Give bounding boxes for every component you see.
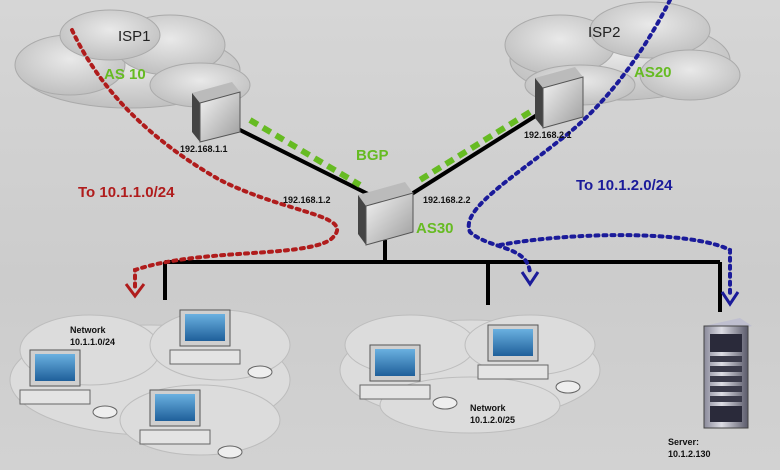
server-label-line1: Server: (668, 437, 700, 447)
core-as-label: AS30 (416, 220, 454, 237)
wan-links (229, 108, 547, 197)
isp2-as-label: AS20 (634, 64, 672, 81)
server-label: Server: 10.1.2.130 (668, 436, 711, 460)
workstation-icon (169, 309, 273, 379)
network2-label-line1: Network (470, 403, 506, 413)
network1-label: Network 10.1.1.0/24 (70, 324, 115, 348)
isp1-as-label: AS 10 (104, 66, 146, 83)
bgp-sessions (248, 109, 532, 188)
core-router-icon (358, 182, 414, 246)
red-arrowhead-icon (124, 283, 146, 299)
blue-arrowhead-icon (720, 291, 740, 307)
isp1-label: ISP1 (118, 28, 151, 45)
core-router-ip-left: 192.168.1.2 (283, 195, 331, 205)
isp1-router-icon (192, 82, 241, 143)
workstation-icon (477, 324, 581, 394)
lan-bus (163, 240, 722, 312)
network2-label: Network 10.1.2.0/25 (470, 402, 515, 426)
isp2-label: ISP2 (588, 24, 621, 41)
workstation-icon (359, 344, 458, 410)
bgp-label: BGP (356, 147, 389, 164)
blue-arrowhead-icon (520, 271, 540, 287)
isp2-router-ip: 192.168.2.1 (524, 130, 572, 140)
network2-label-line2: 10.1.2.0/25 (470, 415, 516, 425)
route-red-label: To 10.1.1.0/24 (78, 184, 175, 201)
network1-label-line1: Network (70, 325, 106, 335)
workstation-icon (139, 389, 243, 459)
isp1-router-ip: 192.168.1.1 (180, 144, 228, 154)
route-to-server (498, 233, 732, 297)
core-router-ip-right: 192.168.2.2 (423, 195, 471, 205)
workstation-icon (19, 349, 118, 419)
server-icon (703, 318, 752, 429)
isp2-router-icon (535, 67, 584, 129)
route-blue-label: To 10.1.2.0/24 (576, 177, 673, 194)
network1-label-line2: 10.1.1.0/24 (70, 337, 116, 347)
server-label-line2: 10.1.2.130 (668, 449, 711, 459)
route-to-network1 (70, 28, 340, 292)
